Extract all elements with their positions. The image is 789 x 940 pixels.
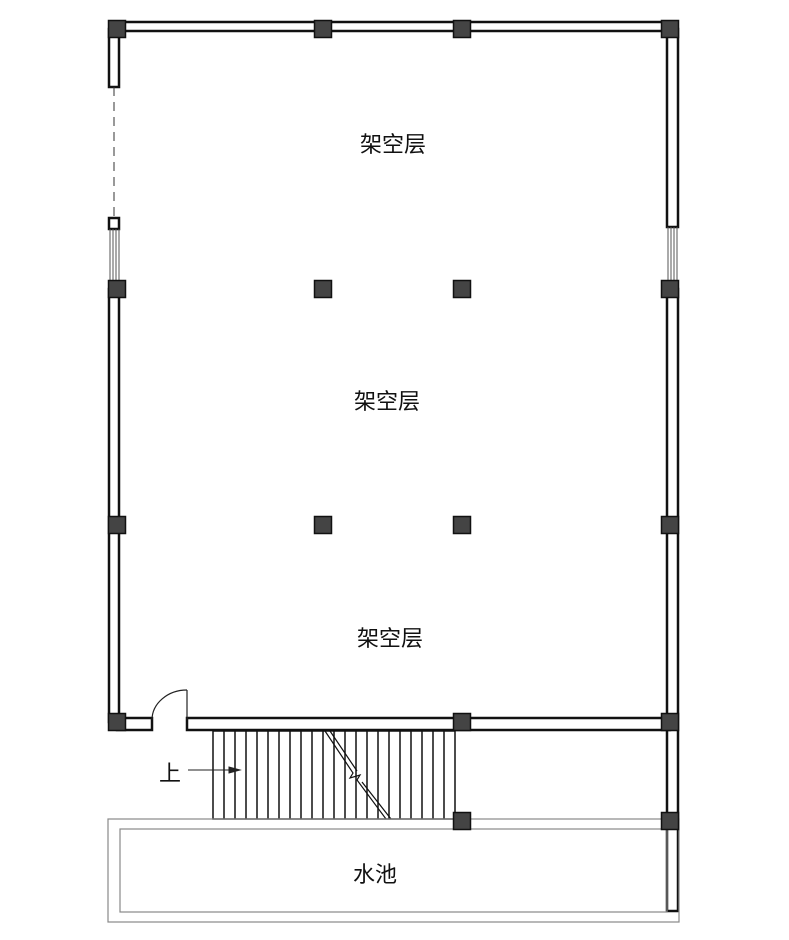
bottom-wall-right	[185, 716, 672, 732]
pool-label: 水池	[352, 863, 398, 888]
room-label-bottom: 架空层	[356, 627, 424, 652]
column	[660, 19, 680, 39]
left-window-sill	[107, 216, 121, 231]
left-window	[109, 229, 120, 282]
column	[660, 811, 680, 831]
right-window	[667, 227, 678, 282]
door	[151, 689, 188, 721]
column	[313, 19, 333, 39]
stair-arrow	[188, 766, 242, 774]
columns	[107, 19, 680, 831]
stair-break-line	[324, 730, 392, 820]
room-label-top: 架空层	[359, 133, 427, 158]
column	[660, 279, 680, 299]
stair-up-label: 上	[158, 762, 182, 787]
column	[107, 515, 127, 535]
column	[313, 279, 333, 299]
column	[107, 19, 127, 39]
column	[107, 712, 127, 732]
right-wall-top	[665, 27, 680, 229]
stair	[212, 730, 456, 820]
room-label-middle: 架空层	[353, 390, 421, 415]
column	[660, 515, 680, 535]
column	[452, 515, 472, 535]
left-wall	[107, 287, 121, 724]
column	[313, 515, 333, 535]
column	[452, 811, 472, 831]
top-wall	[115, 20, 672, 33]
column	[452, 712, 472, 732]
pool	[107, 818, 680, 923]
column	[660, 712, 680, 732]
column	[107, 279, 127, 299]
column	[452, 19, 472, 39]
column	[452, 279, 472, 299]
